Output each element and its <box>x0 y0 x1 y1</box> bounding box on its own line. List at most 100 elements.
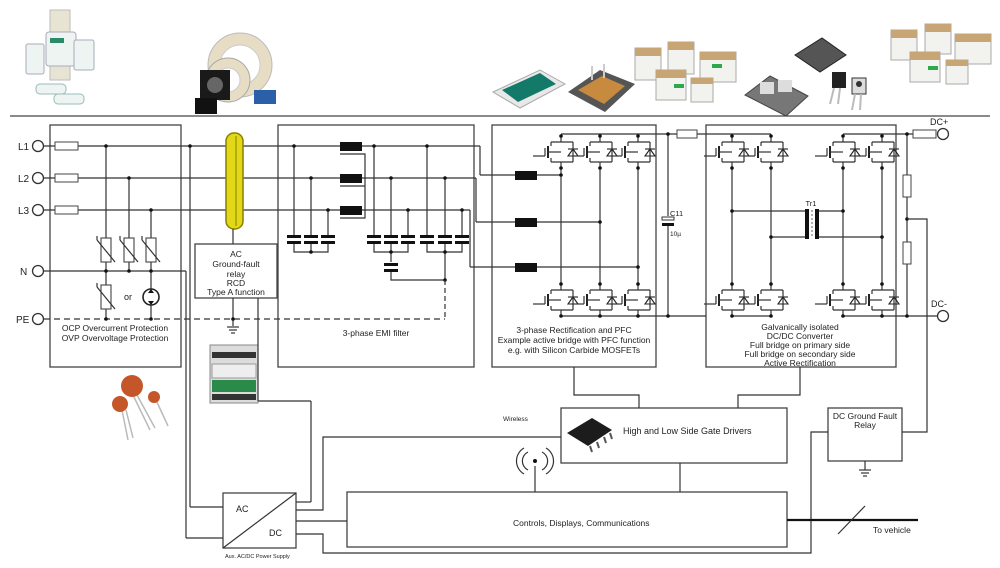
emi-filter-block <box>277 124 475 368</box>
resistor-icon <box>902 241 912 265</box>
label-n: N <box>20 267 27 278</box>
antenna-icon <box>515 447 555 475</box>
dcdc-label-3: Full bridge on primary side <box>750 340 850 350</box>
capacitor-icon <box>287 235 301 244</box>
emi-filter-label: 3-phase EMI filter <box>343 328 410 338</box>
mosfet-icon <box>532 281 579 319</box>
gf-ac-line-2: Ground-fault <box>212 259 260 269</box>
control-wiring <box>296 367 918 554</box>
to-vehicle-label: To vehicle <box>873 525 911 535</box>
capacitor-icon <box>367 235 381 244</box>
current-transformer-toroid <box>225 132 244 244</box>
dcdc-label-4: Full bridge on secondary side <box>744 349 855 359</box>
fuse-icon <box>676 129 698 139</box>
varistors-photo <box>112 375 169 441</box>
protection-block <box>49 124 182 368</box>
capacitor-icon <box>420 235 434 244</box>
dcdc-label-2: DC/DC Converter <box>767 331 834 341</box>
rect-label-3: e.g. with Silicon Carbide MOSFETs <box>508 345 640 355</box>
dcdc-label-5: Active Rectification <box>764 358 836 368</box>
inductor-icon <box>340 174 362 183</box>
capacitor-icon <box>401 235 415 244</box>
square-fuses-photo <box>634 41 737 103</box>
capacitor-icon <box>438 235 452 244</box>
fuse-icon <box>54 205 79 215</box>
protection-label-1: OCP Overcurrent Protection <box>62 323 168 333</box>
controls-label: Controls, Displays, Communications <box>513 518 650 528</box>
inductor-icon <box>340 206 362 215</box>
dcdc-circuit <box>703 129 937 433</box>
ground-icon <box>858 469 872 477</box>
gf-ac-line-5: Type A function <box>207 287 265 297</box>
surge-protection <box>96 144 161 321</box>
mosfet-icon <box>609 133 656 171</box>
mosfet-icon <box>814 281 861 319</box>
power-modules-photo <box>491 64 635 112</box>
ground-icon <box>226 326 240 334</box>
mosfet-icon <box>609 281 656 319</box>
capacitor-icon <box>321 235 335 244</box>
mosfet-icon <box>532 133 579 171</box>
capacitor-icon <box>384 235 398 244</box>
mosfet-icon <box>703 133 750 171</box>
aux-dc-label: DC <box>269 528 282 538</box>
fuse-icon <box>54 173 79 183</box>
varistor-icon <box>141 235 161 263</box>
terminal-n <box>31 264 45 278</box>
boost-inductor-icon <box>515 171 537 180</box>
or-label: or <box>124 292 132 302</box>
label-l1: L1 <box>18 142 30 153</box>
fuses-photo <box>25 9 95 105</box>
dc-gf-label-1: DC Ground Fault <box>833 411 898 421</box>
gf-ac-line-1: AC <box>230 249 242 259</box>
label-dc-plus: DC+ <box>930 117 948 127</box>
rect-label-1: 3-phase Rectification and PFC <box>516 325 631 335</box>
label-dc-minus: DC- <box>931 299 947 309</box>
mosfet-icon <box>853 281 900 319</box>
capacitor-icon <box>455 235 469 244</box>
mosfet-packages-photo <box>744 37 867 117</box>
mosfet-icon <box>814 133 861 171</box>
terminal-l1 <box>31 139 45 153</box>
terminal-dc-minus <box>936 309 950 323</box>
square-fuses-photo-2 <box>890 23 992 85</box>
rect-label-2: Example active bridge with PFC function <box>498 335 651 345</box>
mosfet-icon <box>571 133 618 171</box>
rectifier-circuit <box>515 129 706 319</box>
gate-drivers-block[interactable] <box>560 407 788 464</box>
label-pe: PE <box>16 315 30 326</box>
ground-fault-relay-photo <box>209 344 259 404</box>
tr1-label: Tr1 <box>806 199 817 208</box>
emi-filter-circuit <box>287 142 469 319</box>
transformer-tr1-icon <box>805 209 819 239</box>
mosfet-icon <box>703 281 750 319</box>
varistor-icon <box>119 235 139 263</box>
terminal-pe <box>31 312 45 326</box>
c11-label: C11 <box>670 209 683 218</box>
wireless-label: Wireless <box>503 416 529 423</box>
varistor-icon <box>96 282 116 310</box>
mosfet-icon <box>853 133 900 171</box>
label-l2: L2 <box>18 174 30 185</box>
resistor-icon <box>902 174 912 198</box>
current-transformers-photo <box>195 32 276 114</box>
mosfet-icon <box>742 133 789 171</box>
aux-ac-label: AC <box>236 504 249 514</box>
gf-ac-line-3: relay <box>227 269 246 279</box>
protection-label-2: OVP Overvoltage Protection <box>62 333 169 343</box>
gf-ac-line-4: RCD <box>227 278 245 288</box>
mosfet-icon <box>742 281 789 319</box>
boost-inductor-icon <box>515 263 537 272</box>
inductor-icon <box>340 142 362 151</box>
mosfet-icon <box>571 281 618 319</box>
aux-supply-caption: Aux. AC/DC Power Supply <box>225 554 290 560</box>
label-l3: L3 <box>18 206 30 217</box>
output-fuse-icon <box>912 129 937 139</box>
dc-gf-label-2: Relay <box>854 420 876 430</box>
terminal-dc-plus <box>936 127 950 141</box>
capacitor-icon <box>304 235 318 244</box>
terminal-l3 <box>31 203 45 217</box>
dcdc-label-1: Galvanically isolated <box>761 322 839 332</box>
varistor-icon <box>96 235 116 263</box>
